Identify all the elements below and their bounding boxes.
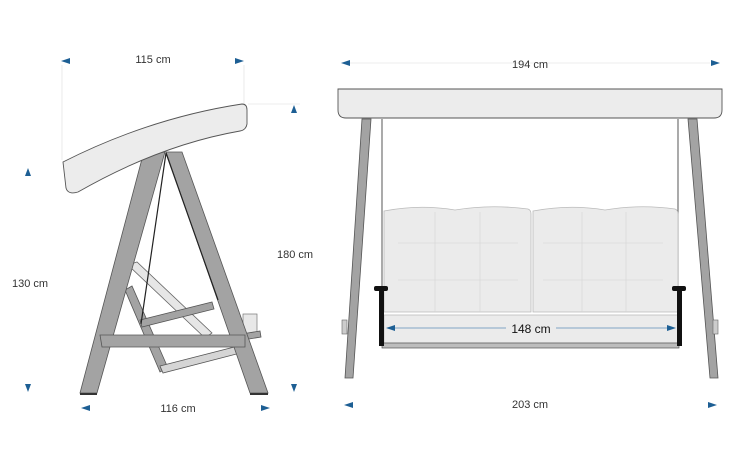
side-crossbar: [99, 334, 246, 348]
front-left-armrest-post: [379, 287, 384, 346]
arrow-down-icon: [25, 384, 31, 392]
base-depth-label: 116 cm: [160, 403, 195, 415]
total-height-label: 180 cm: [277, 249, 313, 261]
front-canopy: [337, 88, 723, 119]
arrow-up-icon: [25, 168, 31, 176]
front-left-armrest-cap: [374, 286, 388, 291]
arrow-down-icon: [291, 384, 297, 392]
side-view: [61, 65, 300, 395]
side-ropes: [140, 152, 219, 325]
arrow-left-icon: [344, 402, 353, 408]
arrow-right-icon: [708, 402, 717, 408]
front-right-leg: [687, 118, 719, 379]
arrow-up-icon: [291, 105, 297, 113]
front-right-armrest-cap: [672, 286, 686, 291]
arrow-right-icon: [711, 60, 720, 66]
arrow-left-icon: [341, 60, 350, 66]
arrow-left-icon: [81, 405, 90, 411]
seat-width-label: 148 cm: [511, 322, 550, 336]
seat-height-label: 130 cm: [12, 278, 48, 290]
cushion-tufting: [398, 212, 663, 312]
arrow-left-icon: [61, 58, 70, 64]
seat-width-label-bg: [506, 320, 556, 335]
front-leg-bracket: [712, 319, 719, 335]
front-leg-bracket: [341, 319, 348, 335]
front-seat-frame: [381, 342, 680, 349]
dimension-arrows: [25, 58, 720, 411]
side-foot: [250, 393, 268, 395]
canopy-depth-label: 115 cm: [135, 54, 170, 66]
front-view: [337, 62, 723, 379]
base-width-label: 203 cm: [512, 399, 548, 411]
side-armrest: [139, 301, 215, 328]
side-foot: [80, 393, 97, 395]
front-back-cushion-left: [383, 206, 532, 313]
front-left-leg: [344, 118, 372, 379]
side-seat-hanger-bar: [124, 285, 169, 373]
side-front-leg: [79, 151, 166, 394]
arrow-left-icon: [386, 325, 395, 331]
front-right-armrest-post: [677, 287, 682, 346]
arrow-right-icon: [667, 325, 676, 331]
canopy-width-label: 194 cm: [512, 59, 548, 71]
side-canopy: [62, 103, 248, 194]
arrow-right-icon: [261, 405, 270, 411]
arrow-right-icon: [235, 58, 244, 64]
front-back-cushion-right: [532, 206, 679, 313]
